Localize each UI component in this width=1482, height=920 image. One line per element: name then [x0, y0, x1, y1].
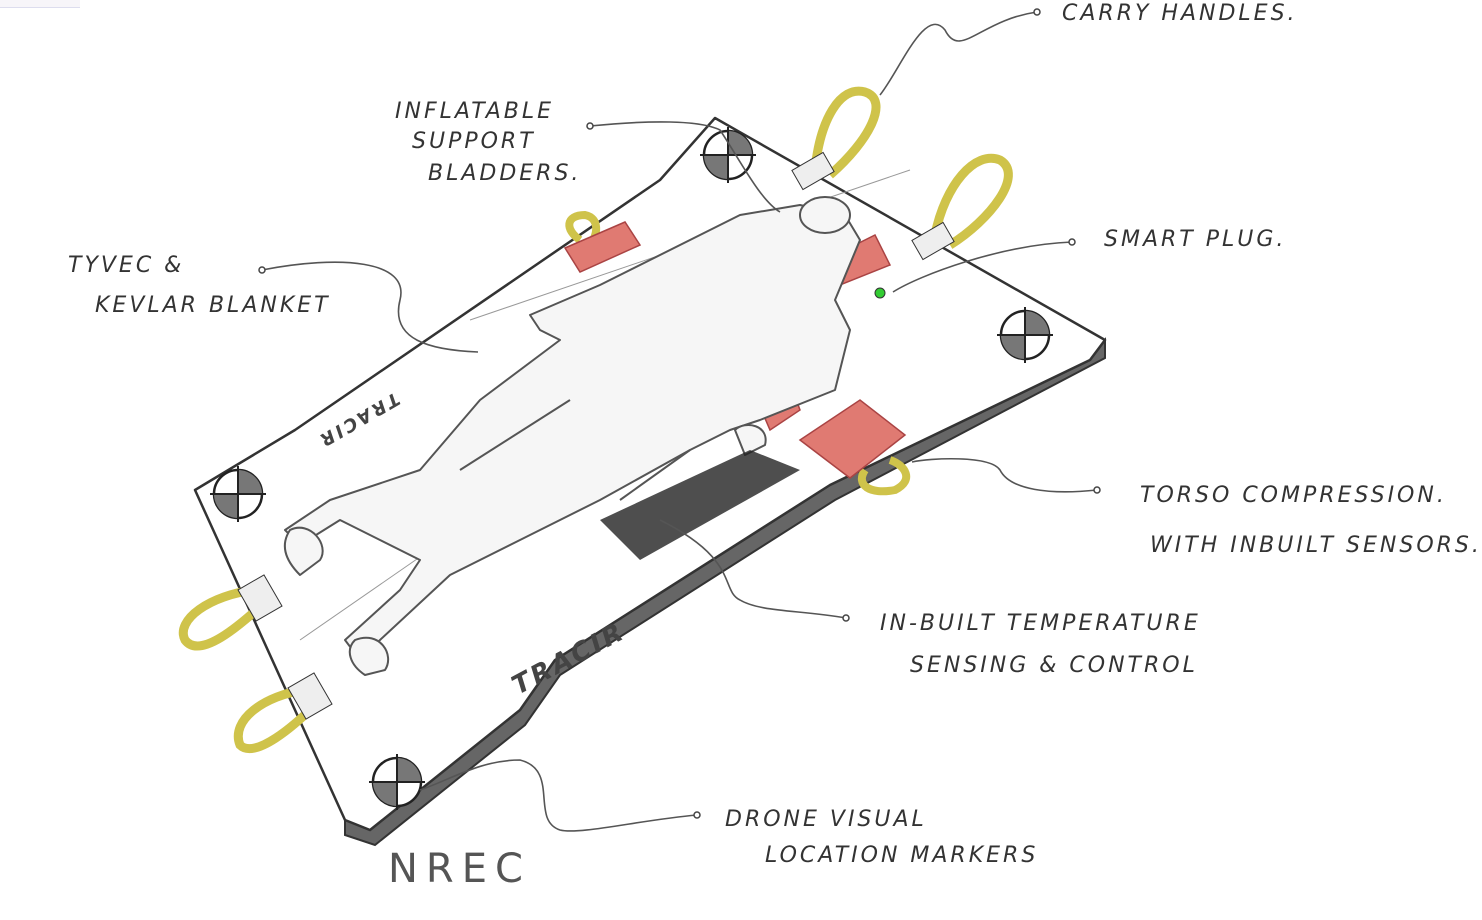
label-temperature-line1: IN-BUILT TEMPERATURE: [880, 611, 1201, 636]
label-drone-line2: LOCATION MARKERS: [765, 843, 1038, 868]
label-blanket-line2: KEVLAR BLANKET: [95, 293, 331, 318]
label-bladders-line1: INFLATABLE: [395, 99, 554, 124]
label-bladders-line2: SUPPORT: [412, 129, 536, 154]
support-bladder: [563, 221, 642, 273]
label-torso-line1: TORSO COMPRESSION.: [1140, 483, 1447, 508]
nrec-logo: NREC: [388, 846, 531, 892]
label-temperature-line2: SENSING & CONTROL: [910, 653, 1198, 678]
label-bladders-line3: BLADDERS.: [428, 161, 581, 186]
carry-handle: [233, 672, 333, 754]
label-torso-line2: WITH INBUILT SENSORS.: [1150, 533, 1482, 558]
stretcher-board: [193, 116, 1107, 832]
label-smart-plug: SMART PLUG.: [1104, 227, 1286, 252]
label-carry-handles: CARRY HANDLES.: [1062, 1, 1298, 26]
torso-compression-pad: [798, 399, 907, 479]
carry-handle: [857, 456, 911, 496]
carry-handle: [911, 153, 1013, 261]
drone-marker-icon: [369, 754, 425, 810]
drone-marker-icon: [210, 466, 266, 522]
label-drone-line1: DRONE VISUAL: [725, 807, 927, 832]
label-blanket-line1: TYVEC &: [68, 253, 184, 278]
carry-handle: [791, 86, 881, 191]
drone-marker-icon: [700, 127, 756, 183]
window-edge: [0, 0, 80, 8]
carry-handle: [178, 574, 283, 651]
smart-plug-icon: [874, 287, 886, 299]
drone-marker-icon: [997, 307, 1053, 363]
patient-figure: [283, 196, 861, 676]
